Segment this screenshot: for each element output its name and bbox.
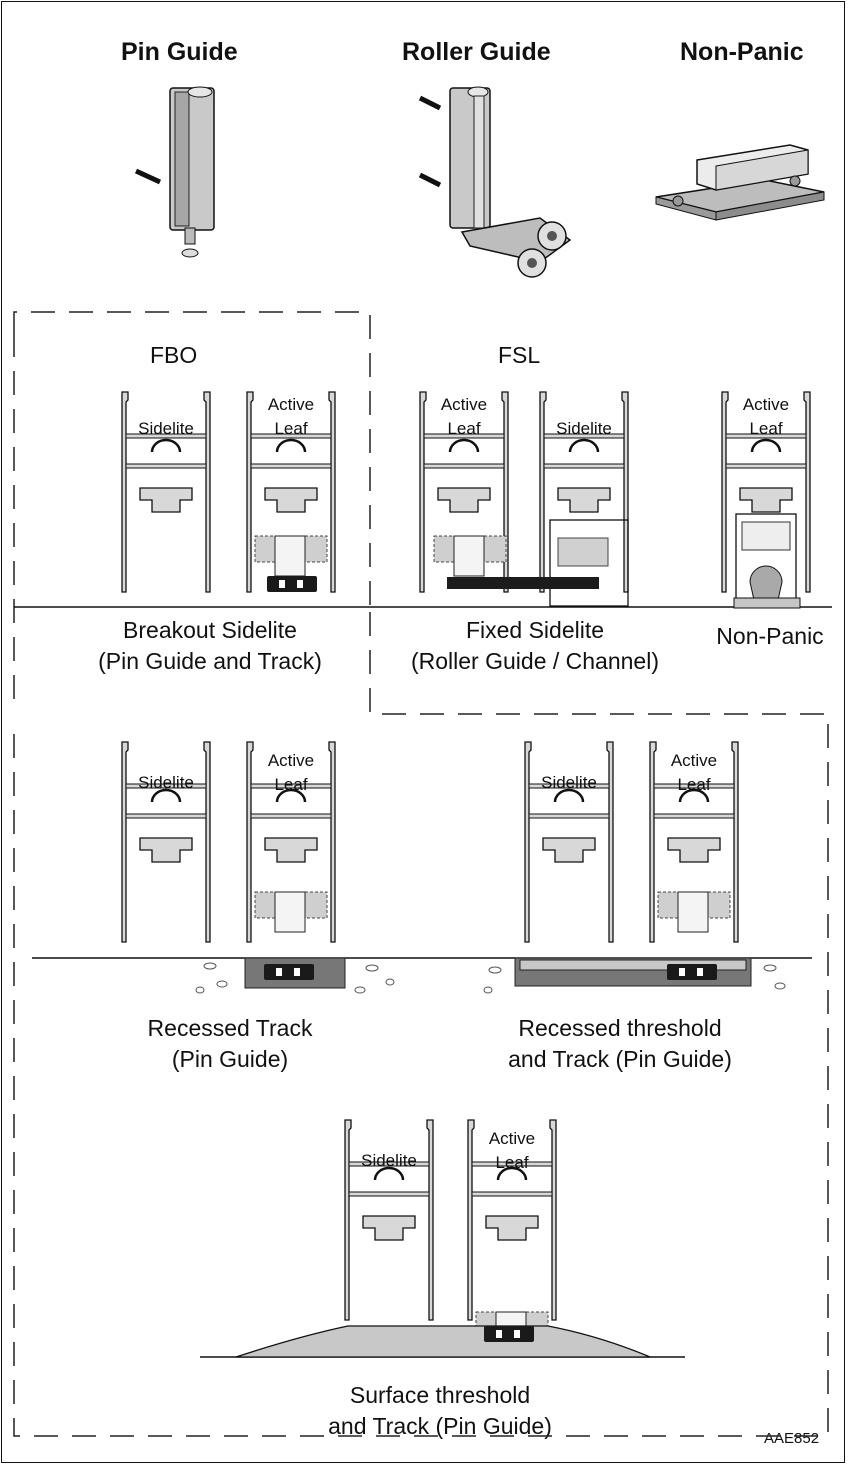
header-pin-guide: Pin Guide <box>121 38 238 66</box>
svg-text:Sidelite: Sidelite <box>556 419 612 438</box>
recessed-active-leaf-profile: Active Leaf <box>245 740 337 944</box>
threshold-sidelite-profile: Sidelite <box>523 740 615 944</box>
profile-label: Sidelite <box>138 419 194 438</box>
non-panic-illustration <box>655 144 825 221</box>
caption-breakout-sidelite: Breakout Sidelite(Pin Guide and Track) <box>98 617 322 674</box>
svg-text:Active: Active <box>671 751 717 770</box>
nonpanic-active-leaf-profile: Active Leaf <box>720 390 812 609</box>
fbo-active-leaf-profile: Active Leaf <box>245 390 337 594</box>
roller-channel <box>447 577 599 589</box>
figure-code: AAE852 <box>764 1430 820 1447</box>
section-label-fsl: FSL <box>498 342 541 368</box>
surface-sidelite-profile: Sidelite <box>343 1118 435 1322</box>
recessed-track-channel <box>195 957 395 994</box>
svg-text:Active: Active <box>268 751 314 770</box>
svg-text:Leaf: Leaf <box>274 419 307 438</box>
fbo-sidelite-profile: Sidelite <box>120 390 212 594</box>
svg-text:Leaf: Leaf <box>495 1153 528 1172</box>
fsl-active-leaf-profile: Active Leaf <box>418 390 510 594</box>
svg-text:Sidelite: Sidelite <box>138 773 194 792</box>
svg-text:Sidelite: Sidelite <box>361 1151 417 1170</box>
svg-text:Leaf: Leaf <box>447 419 480 438</box>
svg-text:Leaf: Leaf <box>677 775 710 794</box>
section-label-fbo: FBO <box>150 342 198 368</box>
caption-non-panic: Non-Panic <box>716 623 824 649</box>
surface-threshold <box>235 1325 651 1358</box>
header-non-panic: Non-Panic <box>680 38 804 66</box>
surface-active-leaf-profile: Active Leaf <box>466 1118 558 1353</box>
svg-text:Active: Active <box>489 1129 535 1148</box>
recessed-threshold-channel <box>483 957 786 994</box>
svg-text:Leaf: Leaf <box>274 775 307 794</box>
threshold-active-leaf-profile: Active Leaf <box>648 740 740 944</box>
roller-guide-illustration <box>418 86 572 278</box>
svg-text:Leaf: Leaf <box>749 419 782 438</box>
svg-text:Sidelite: Sidelite <box>541 773 597 792</box>
dashed-frames <box>13 311 829 1437</box>
caption-recessed-track: Recessed Track(Pin Guide) <box>147 1015 313 1072</box>
fsl-sidelite-profile: Sidelite <box>538 390 630 607</box>
caption-fixed-sidelite: Fixed Sidelite(Roller Guide / Channel) <box>410 617 659 674</box>
pin-guide-illustration <box>134 86 215 258</box>
recessed-sidelite-profile: Sidelite <box>120 740 212 944</box>
svg-text:Active: Active <box>268 395 314 414</box>
header-roller-guide: Roller Guide <box>402 38 551 66</box>
svg-text:Active: Active <box>743 395 789 414</box>
svg-text:Active: Active <box>441 395 487 414</box>
